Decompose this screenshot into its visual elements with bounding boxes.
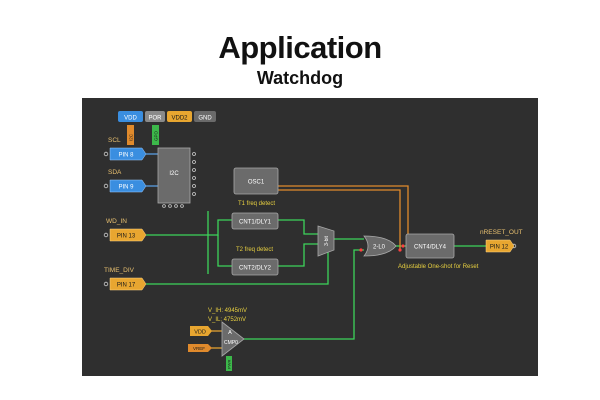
svg-text:VREF: VREF bbox=[193, 346, 205, 351]
gpo-tag bbox=[152, 125, 159, 145]
svg-text:CNT1/DLY1: CNT1/DLY1 bbox=[239, 220, 272, 226]
svg-text:OSC1: OSC1 bbox=[248, 180, 265, 186]
pin-17[interactable]: PIN 17 bbox=[109, 277, 147, 291]
svg-text:PIN 13: PIN 13 bbox=[117, 234, 136, 240]
svg-text:PWR: PWR bbox=[227, 360, 232, 369]
scl-label: SCL bbox=[108, 137, 121, 144]
vdd-button[interactable] bbox=[118, 111, 143, 122]
timediv-label: TIME_DIV bbox=[104, 267, 135, 274]
gnd-button-label: GND bbox=[198, 116, 212, 122]
svg-text:CMP0: CMP0 bbox=[224, 340, 238, 346]
nreset-label: nRESET_OUT bbox=[480, 229, 523, 236]
wire-timediv-mux bbox=[146, 248, 329, 285]
vdd2-button[interactable] bbox=[167, 111, 192, 122]
cnt4-block[interactable]: CNT4/DLY4 bbox=[405, 233, 455, 259]
page-subtitle: Watchdog bbox=[256, 68, 344, 88]
pin-9[interactable]: PIN 9 bbox=[109, 179, 147, 193]
svg-text:PIN 9: PIN 9 bbox=[118, 185, 134, 191]
vil-annotation: V_IL: 4752mV bbox=[208, 317, 246, 323]
vdd2-button-label: VDD2 bbox=[171, 116, 188, 122]
gnd-button[interactable] bbox=[194, 111, 216, 122]
mux-block[interactable]: 3-bit bbox=[317, 225, 335, 257]
wire-wdin-cnt2 bbox=[217, 235, 232, 267]
svg-text:PIN 8: PIN 8 bbox=[118, 153, 134, 159]
wire-cmp-or bbox=[244, 249, 364, 340]
pin-8[interactable]: PIN 8 bbox=[109, 147, 147, 161]
vdd-button-label: VDD bbox=[124, 116, 137, 122]
pwr-tag bbox=[226, 356, 232, 371]
svg-text:PIN 12: PIN 12 bbox=[490, 245, 509, 251]
pin-12[interactable]: PIN 12 bbox=[485, 239, 515, 253]
svg-text:GPO: GPO bbox=[154, 130, 159, 141]
svg-text:A: A bbox=[228, 330, 232, 336]
svg-text:I2C: I2C bbox=[129, 133, 134, 141]
wire-cnt1-mux bbox=[278, 219, 318, 235]
i2c-block[interactable]: I2C bbox=[157, 147, 191, 204]
oneshot-annotation: Adjustable One-shot for Reset bbox=[398, 264, 479, 270]
svg-text:I2C: I2C bbox=[169, 171, 179, 177]
por-button[interactable] bbox=[145, 111, 165, 122]
por-button-label: POR bbox=[148, 116, 162, 122]
vdd-source[interactable]: VDD bbox=[190, 326, 212, 336]
osc1-block[interactable]: OSC1 bbox=[233, 167, 279, 195]
sda-label: SDA bbox=[108, 169, 122, 176]
or-gate[interactable]: 2-L0 bbox=[363, 235, 397, 257]
cnt2-block[interactable]: CNT2/DLY2 bbox=[231, 258, 279, 276]
wire-cnt2-mux bbox=[278, 243, 318, 267]
t2-annotation: T2 freq detect bbox=[236, 247, 273, 253]
schematic-canvas: VDD POR VDD2 GND I2C GPO SCL SDA WD_IN T… bbox=[82, 98, 538, 376]
power-buttons: VDD POR VDD2 GND bbox=[118, 111, 216, 122]
acmp-block[interactable]: A CMP0 bbox=[221, 321, 245, 357]
cnt1-block[interactable]: CNT1/DLY1 bbox=[231, 212, 279, 230]
svg-text:PIN 17: PIN 17 bbox=[117, 283, 136, 289]
schematic-svg: VDD POR VDD2 GND I2C GPO SCL SDA WD_IN T… bbox=[103, 111, 523, 371]
vref-source[interactable]: VREF bbox=[188, 344, 212, 352]
pin-13[interactable]: PIN 13 bbox=[109, 228, 147, 242]
svg-text:VDD: VDD bbox=[194, 330, 206, 336]
wire-wdin-cnt1 bbox=[146, 219, 232, 236]
wire-osc-clock bbox=[278, 185, 409, 242]
svg-text:CNT2/DLY2: CNT2/DLY2 bbox=[239, 266, 272, 272]
t1-annotation: T1 freq detect bbox=[238, 201, 275, 207]
svg-text:CNT4/DLY4: CNT4/DLY4 bbox=[414, 245, 447, 251]
wdin-label: WD_IN bbox=[106, 218, 127, 225]
wire-osc-clock-2 bbox=[278, 189, 401, 250]
svg-text:2-L0: 2-L0 bbox=[373, 245, 386, 251]
scl-tag bbox=[127, 125, 134, 145]
vih-annotation: V_IH: 4945mV bbox=[208, 308, 247, 314]
page-title: Application bbox=[218, 30, 382, 65]
svg-text:3-bit: 3-bit bbox=[324, 236, 330, 246]
